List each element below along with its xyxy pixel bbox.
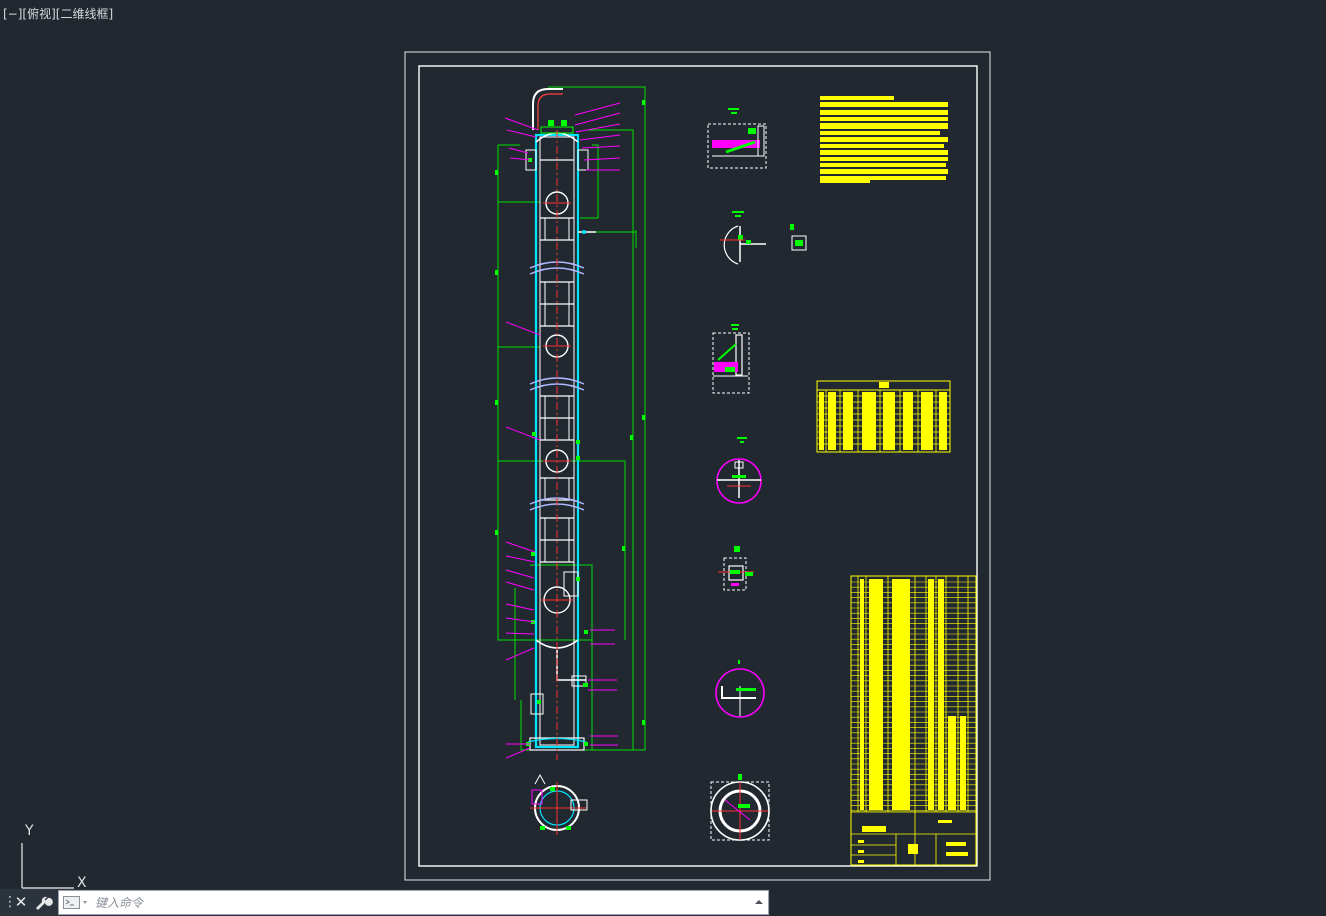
detail-view-3 [712, 324, 750, 394]
detail-view-2 [720, 211, 807, 265]
viewport-controls[interactable]: [−][俯视][二维线框] [3, 5, 113, 22]
viewport-controls-label[interactable]: [−][俯视][二维线框] [3, 7, 114, 21]
command-prompt-icon[interactable] [63, 896, 91, 910]
nozzle-table [816, 380, 951, 453]
top-outlet-pipe [532, 88, 563, 130]
base-plan-view [530, 773, 588, 835]
detail-view-6 [715, 660, 765, 718]
parts-list-and-title-block [850, 575, 977, 866]
ucs-x-label: X [77, 875, 87, 891]
detail-view-5 [718, 546, 754, 591]
tray-downcomers [544, 218, 570, 562]
command-input-box[interactable] [58, 890, 769, 915]
top-outlet-pipe-inner [537, 93, 563, 130]
command-input[interactable] [95, 892, 745, 913]
detail-view-7 [710, 774, 770, 841]
command-line: ⋮ ✕ [0, 889, 770, 916]
tower-elevation-view [495, 86, 646, 835]
close-icon[interactable]: ✕ [14, 893, 28, 911]
detail-view-1 [707, 108, 767, 169]
technical-notes [820, 96, 948, 183]
dimension-ticks [495, 100, 645, 725]
dimension-lines [497, 86, 646, 751]
ucs-y-label: Y [25, 823, 34, 839]
sheet-border [404, 51, 991, 881]
drag-handle-icon[interactable]: ⋮ [3, 894, 17, 910]
wrench-icon[interactable] [34, 893, 54, 913]
drawing-frame [418, 65, 978, 867]
leader-lines [504, 102, 621, 759]
detail-views [707, 108, 807, 841]
detail-view-4 [716, 437, 762, 504]
caret-up-icon[interactable] [754, 897, 764, 907]
